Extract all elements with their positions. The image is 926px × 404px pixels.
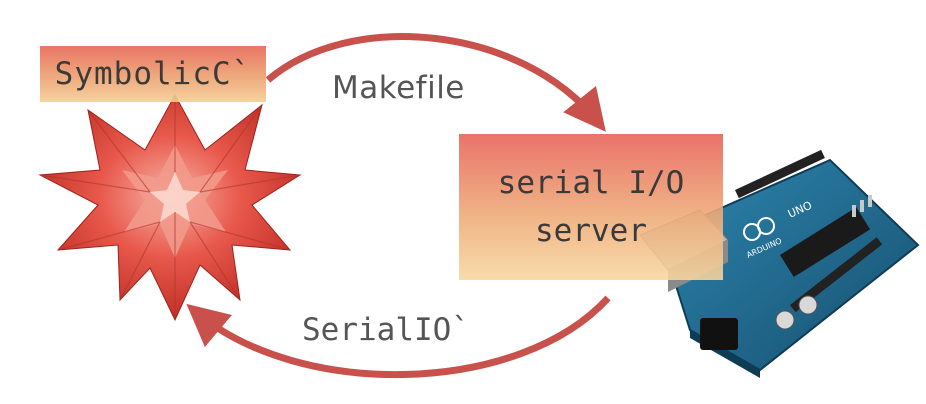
server-node: serial I/O server <box>459 134 723 280</box>
server-node-label-line2: server <box>535 213 647 249</box>
arrow-serialio <box>186 295 611 379</box>
server-node-label-line1: serial I/O <box>497 165 685 201</box>
makefile-edge-label: Makefile <box>332 70 465 106</box>
symbolic-node-label: SymbolicC` <box>54 56 252 92</box>
wolfram-spikey-icon <box>38 93 302 322</box>
serialio-edge-label: SerialIO` <box>302 312 470 348</box>
arrow-makefile <box>265 33 606 132</box>
symbolic-node: SymbolicC` <box>40 46 266 102</box>
